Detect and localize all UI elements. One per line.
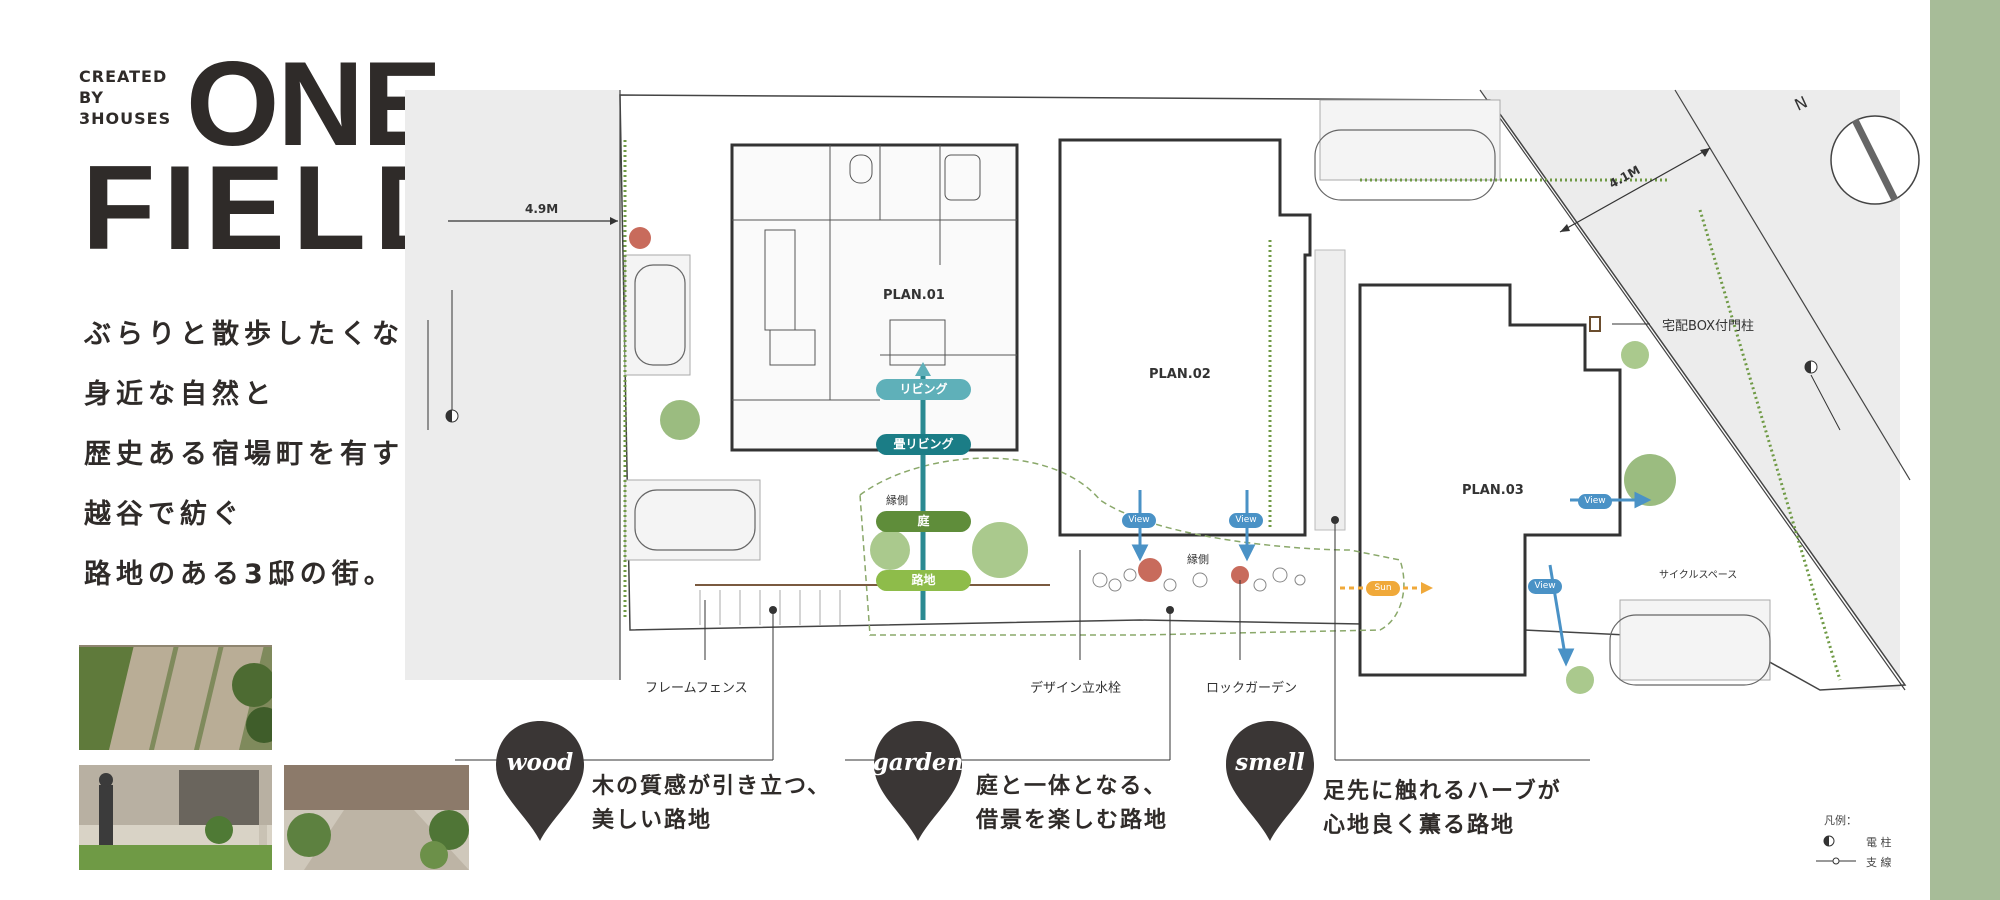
sun-tag: Sun	[1366, 581, 1400, 596]
tagline-line: ぶらりと散歩したくなる	[84, 319, 436, 350]
location-pin-icon	[1226, 721, 1314, 841]
view-tag: View	[1578, 494, 1612, 509]
created-by-label: CREATED BY 3HOUSES	[79, 67, 172, 128]
gate-post-icon	[1589, 316, 1601, 332]
annotation-cycle: サイクルスペース	[1659, 570, 1738, 581]
plan-label: PLAN.03	[1462, 483, 1524, 498]
car-icon	[1609, 614, 1771, 686]
feature-word: smell	[1235, 749, 1305, 776]
feature-word: garden	[872, 749, 964, 776]
garden-zone	[859, 457, 1405, 636]
location-pin-icon	[496, 721, 584, 841]
car-icon	[634, 264, 686, 366]
neighbor-area	[405, 90, 620, 680]
plan01-house	[730, 143, 1019, 452]
alley-photo	[284, 765, 469, 870]
feature-pin-smell: smell	[1224, 719, 1316, 844]
annotation-box-gate: 宅配BOX付門柱	[1662, 319, 1754, 334]
feature-word: wood	[506, 749, 574, 776]
dimension-line	[1559, 147, 1711, 233]
engawa-label: 縁側	[886, 492, 908, 508]
site-plan	[405, 89, 1920, 761]
annotation-frame-fence: フレームフェンス	[645, 681, 748, 696]
car-icon	[1314, 129, 1496, 201]
view-tag: View	[1229, 513, 1263, 528]
wood-path-photo	[79, 645, 272, 750]
tagline-line: 越谷で紡ぐ	[84, 499, 244, 530]
plan02-house	[1058, 138, 1312, 537]
guy-wire-icon	[1810, 374, 1841, 431]
tagline-line: 路地のある3邸の街。	[84, 559, 396, 590]
location-pin-icon	[874, 721, 962, 841]
side-strip	[1930, 0, 2000, 900]
car-icon	[634, 489, 756, 551]
title-one: ONE	[186, 37, 442, 171]
tagline-line: 歴史ある宿場町を有する	[84, 439, 436, 470]
dimension-label: 4.9M	[525, 202, 559, 216]
feature-text: 足先に触れるハーブが 心地良く薫る路地	[1323, 779, 1562, 838]
guy-wire-icon	[1816, 857, 1856, 865]
feature-pin-garden: garden	[872, 719, 964, 844]
title-field: FIELD	[82, 141, 469, 275]
feature-text: 庭と一体となる、 借景を楽しむ路地	[976, 774, 1169, 833]
legend-pole: 電 柱	[1866, 836, 1892, 849]
annotation-faucet: デザイン立水栓	[1030, 681, 1122, 696]
pill-living: リビング	[876, 379, 971, 400]
utility-pole-icon	[445, 360, 1818, 423]
annotation-rock-garden: ロックガーデン	[1206, 681, 1298, 696]
plan-label: PLAN.02	[1149, 367, 1211, 382]
north-arrow-icon	[1830, 115, 1920, 205]
pill-garden: 庭	[876, 511, 971, 532]
stone-path	[1314, 249, 1346, 531]
view-tag: View	[1528, 579, 1562, 594]
plan03-house	[1358, 283, 1622, 677]
pill-alley: 路地	[876, 570, 971, 591]
feature-text: 木の質感が引き立つ、 美しい路地	[592, 774, 832, 833]
legend-title: 凡例：	[1824, 814, 1857, 827]
pill-tatami-living: 畳リビング	[876, 434, 971, 455]
legend-guy: 支 線	[1866, 856, 1892, 869]
family-photo	[79, 765, 272, 870]
engawa-label: 縁側	[1187, 553, 1209, 566]
view-tag: View	[1122, 513, 1156, 528]
tree-icon	[629, 227, 1676, 694]
tagline-line: 身近な自然と	[84, 379, 276, 410]
plan-label: PLAN.01	[883, 288, 945, 303]
utility-pole-icon	[1823, 835, 1835, 847]
feature-pin-wood: wood	[494, 719, 586, 844]
